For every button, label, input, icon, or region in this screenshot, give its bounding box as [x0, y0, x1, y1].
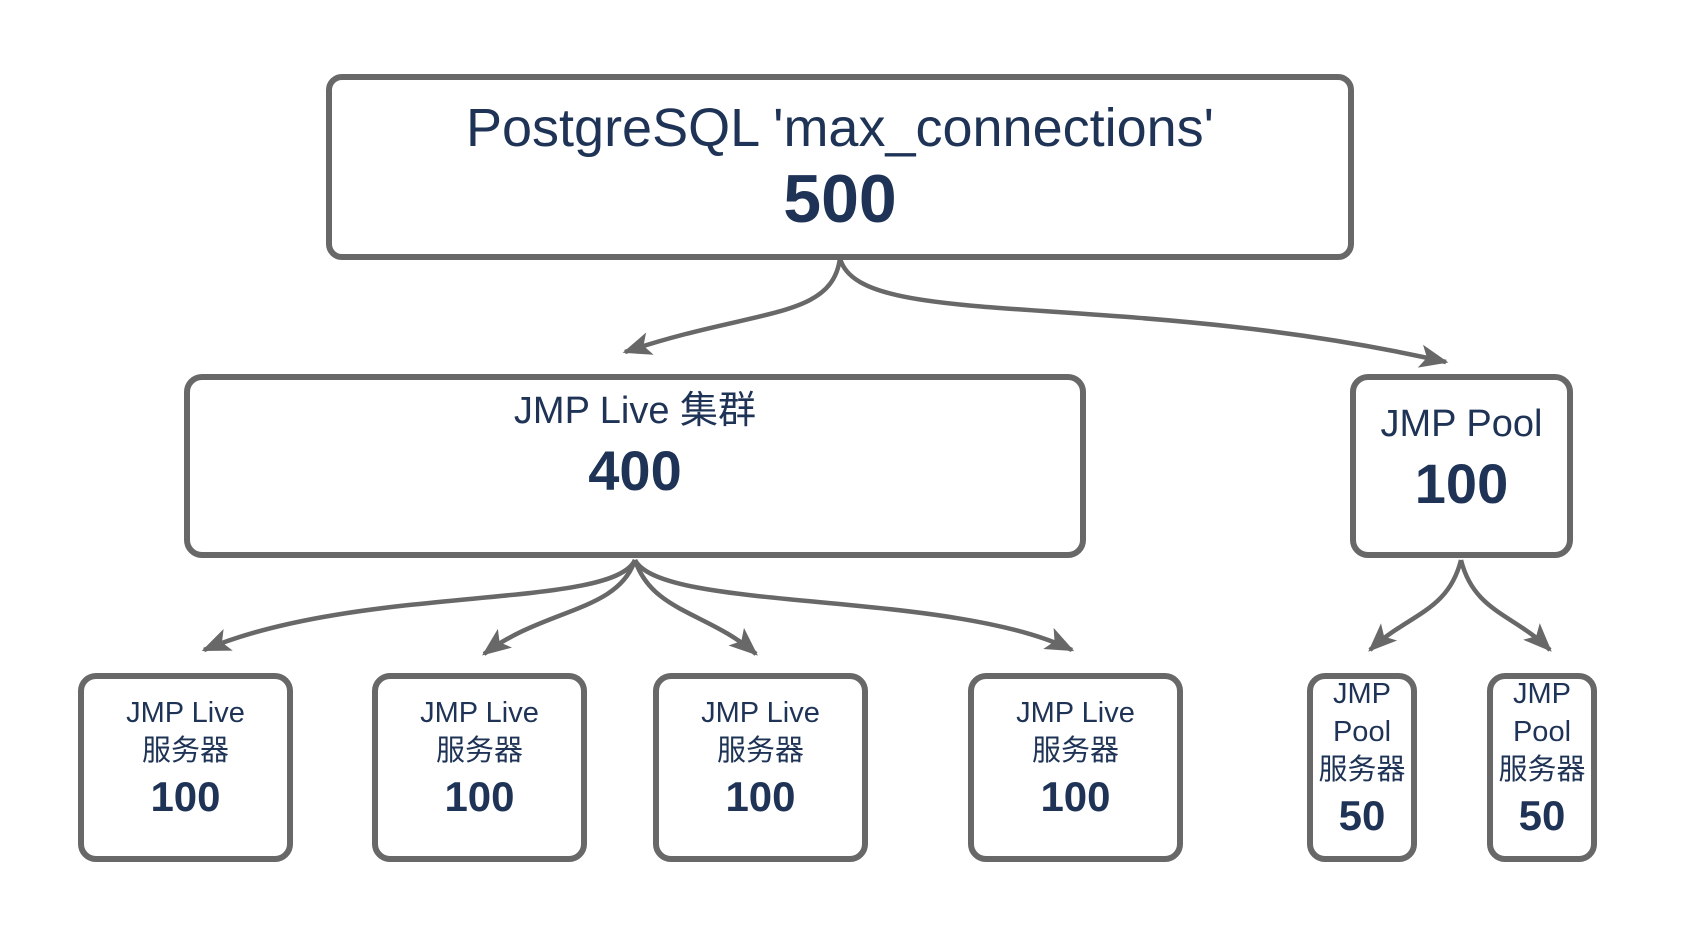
node-jmp-live-server-4: JMP Live 服务器 100 — [968, 673, 1183, 862]
node-jmp-pool-server-2-value: 50 — [1518, 791, 1566, 839]
node-jmp-pool-server-2: JMP Pool 服务器 50 — [1487, 673, 1597, 862]
node-postgresql-label: PostgreSQL 'max_connections' — [465, 97, 1214, 158]
arrow-pool-to-server-2 — [1458, 559, 1552, 652]
node-jmp-live-server-3-label-line-2: 服务器 — [716, 735, 804, 768]
arrow-pool-to-server-1 — [1368, 559, 1464, 652]
node-jmp-live-server-1-label-line-1: JMP Live — [126, 696, 245, 729]
arrow-cluster-to-server-1 — [201, 558, 638, 653]
arrow-root-to-cluster — [622, 257, 843, 355]
node-jmp-live-server-4-label-line-1: JMP Live — [1016, 696, 1135, 729]
node-jmp-live-server-3: JMP Live 服务器 100 — [653, 673, 868, 862]
node-jmp-live-server-3-value: 100 — [725, 772, 796, 820]
arrow-cluster-to-server-2 — [482, 559, 638, 656]
node-jmp-live-server-1: JMP Live 服务器 100 — [78, 673, 293, 862]
node-jmp-live-server-2-label-line-2: 服务器 — [435, 735, 523, 768]
node-jmp-pool-server-1-label-line-1: JMP — [1333, 677, 1391, 710]
node-jmp-pool-server-1-value: 50 — [1338, 791, 1386, 839]
node-jmp-pool-server-2-label-line-3: 服务器 — [1498, 754, 1586, 787]
node-jmp-live-server-4-label-line-2: 服务器 — [1031, 735, 1119, 768]
node-jmp-live-server-2-value: 100 — [444, 772, 515, 820]
node-jmp-pool-server-1-label-line-3: 服务器 — [1318, 754, 1406, 787]
node-jmp-live-server-4-value: 100 — [1040, 772, 1111, 820]
node-jmp-pool-label: JMP Pool — [1380, 402, 1543, 445]
node-jmp-live-server-2-label-line-1: JMP Live — [420, 696, 539, 729]
node-jmp-live-server-1-value: 100 — [150, 772, 221, 820]
node-jmp-live-server-2: JMP Live 服务器 100 — [372, 673, 587, 862]
node-jmp-pool-server-1-label-line-2: Pool — [1332, 716, 1392, 749]
node-jmp-live-cluster-value: 400 — [588, 439, 682, 503]
arrow-cluster-to-server-3 — [632, 559, 758, 656]
node-jmp-live-server-3-label-line-1: JMP Live — [701, 696, 820, 729]
node-postgresql-value: 500 — [783, 161, 897, 238]
node-postgresql-max-connections: PostgreSQL 'max_connections' 500 — [326, 74, 1354, 260]
arrow-root-to-pool — [837, 257, 1449, 368]
node-jmp-pool: JMP Pool 100 — [1350, 374, 1573, 558]
node-jmp-pool-server-2-label-line-2: Pool — [1512, 716, 1572, 749]
node-jmp-live-cluster-label: JMP Live 集群 — [513, 389, 757, 432]
node-jmp-pool-value: 100 — [1414, 452, 1509, 516]
node-jmp-live-server-1-label-line-2: 服务器 — [141, 735, 229, 768]
node-jmp-pool-server-2-label-line-1: JMP — [1513, 677, 1571, 710]
node-jmp-pool-server-1: JMP Pool 服务器 50 — [1307, 673, 1417, 862]
arrow-cluster-to-server-4 — [633, 558, 1075, 653]
node-jmp-live-cluster: JMP Live 集群 400 — [184, 374, 1086, 558]
